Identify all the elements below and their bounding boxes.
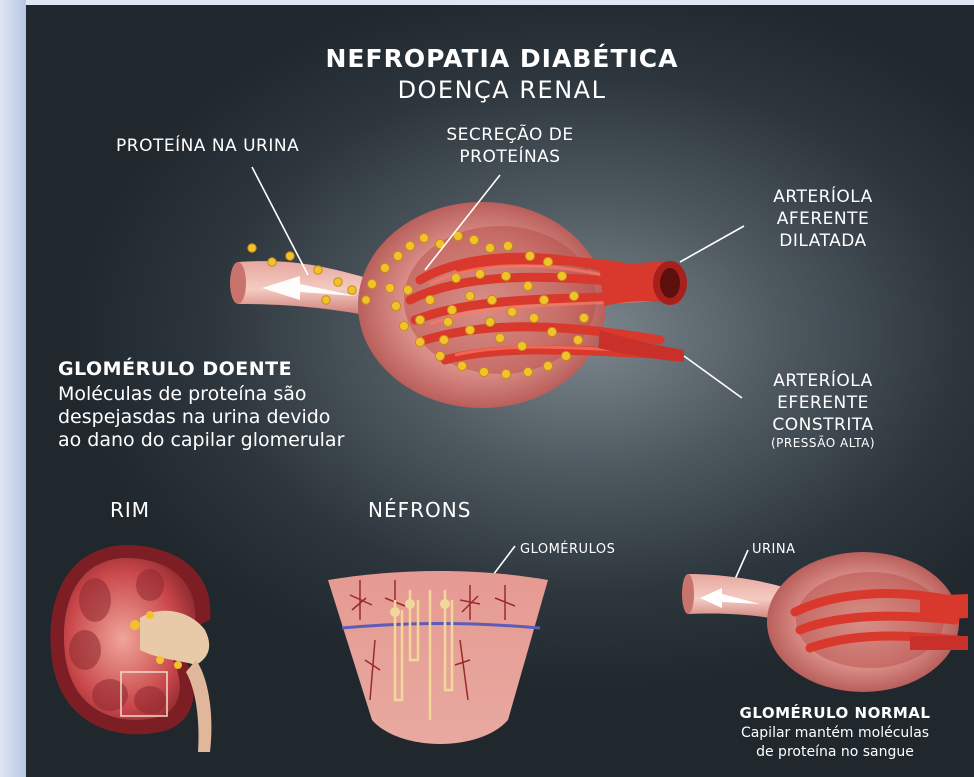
protein-molecule <box>573 335 582 344</box>
protein-molecule <box>393 251 402 260</box>
protein-molecule <box>525 251 534 260</box>
protein-molecule <box>405 241 414 250</box>
protein-molecule <box>543 361 552 370</box>
label-afferent-line-3: DILATADA <box>748 230 898 252</box>
protein-molecule <box>286 252 294 260</box>
protein-molecule <box>557 271 566 280</box>
protein-molecule <box>322 296 330 304</box>
label-protein-urine: PROTEÍNA NA URINA <box>116 135 299 157</box>
protein-molecule <box>367 279 376 288</box>
diseased-glomerulus-description: Moléculas de proteína são despejasdas na… <box>58 383 344 452</box>
protein-molecule <box>348 286 356 294</box>
label-protein-secretion-line-1: SECREÇÃO DE <box>425 124 595 146</box>
protein-molecule <box>435 351 444 360</box>
diseased-glomerulus-heading: GLOMÉRULO DOENTE <box>58 358 292 380</box>
protein-molecule <box>507 307 516 316</box>
protein-molecule <box>475 269 484 278</box>
protein-molecule <box>487 295 496 304</box>
protein-molecule <box>451 273 460 282</box>
label-nephrons: NÉFRONS <box>368 498 471 522</box>
protein-molecule <box>539 295 548 304</box>
protein-molecule <box>457 361 466 370</box>
normal-description-line-2: de proteína no sangue <box>700 743 970 762</box>
protein-molecule <box>569 291 578 300</box>
diseased-description-line-3: ao dano do capilar glomerular <box>58 429 344 452</box>
protein-molecule <box>399 321 408 330</box>
protein-molecule <box>391 301 400 310</box>
protein-molecule <box>443 317 452 326</box>
protein-molecule <box>439 335 448 344</box>
label-afferent-line-1: ARTERÍOLA <box>748 186 898 208</box>
protein-molecule <box>465 325 474 334</box>
protein-molecule <box>503 241 512 250</box>
protein-molecule <box>362 296 370 304</box>
protein-molecule <box>469 235 478 244</box>
protein-molecule <box>523 281 532 290</box>
protein-molecule <box>479 367 488 376</box>
label-kidney: RIM <box>110 498 150 522</box>
protein-molecule <box>495 333 504 342</box>
protein-molecule <box>314 266 322 274</box>
protein-molecule <box>485 317 494 326</box>
label-efferent-arteriole: ARTERÍOLA EFERENTE CONSTRITA <box>748 370 898 436</box>
normal-glomerulus-description: Capilar mantém moléculas de proteína no … <box>700 724 970 762</box>
normal-description-line-1: Capilar mantém moléculas <box>700 724 970 743</box>
diseased-description-line-2: despejasdas na urina devido <box>58 406 344 429</box>
protein-molecule <box>501 271 510 280</box>
label-efferent-line-3: CONSTRITA <box>748 414 898 436</box>
label-protein-secretion: SECREÇÃO DE PROTEÍNAS <box>425 124 595 168</box>
label-efferent-line-1: ARTERÍOLA <box>748 370 898 392</box>
diseased-glomerulus <box>230 202 687 408</box>
label-efferent-line-2: EFERENTE <box>748 392 898 414</box>
label-high-pressure: (PRESSÃO ALTA) <box>740 436 906 450</box>
label-protein-secretion-line-2: PROTEÍNAS <box>425 146 595 168</box>
protein-molecule <box>380 263 389 272</box>
protein-molecule <box>523 367 532 376</box>
protein-molecule <box>485 243 494 252</box>
protein-molecule <box>334 278 342 286</box>
protein-molecule <box>415 337 424 346</box>
label-urine: URINA <box>752 542 796 557</box>
protein-molecule <box>517 341 526 350</box>
page-subtitle: DOENÇA RENAL <box>0 76 974 104</box>
protein-molecule <box>465 291 474 300</box>
normal-glomerulus <box>682 552 968 692</box>
protein-molecule <box>419 233 428 242</box>
protein-molecule <box>501 369 510 378</box>
protein-molecule <box>268 258 276 266</box>
protein-molecule <box>561 351 570 360</box>
protein-molecule <box>547 327 556 336</box>
nephrons-illustration <box>328 571 548 744</box>
protein-molecule <box>529 313 538 322</box>
label-glomeruli: GLOMÉRULOS <box>520 542 615 557</box>
protein-molecule <box>579 313 588 322</box>
diseased-description-line-1: Moléculas de proteína são <box>58 383 344 406</box>
label-afferent-line-2: AFERENTE <box>748 208 898 230</box>
protein-molecule <box>403 285 412 294</box>
protein-molecule <box>248 244 256 252</box>
protein-molecule <box>415 315 424 324</box>
protein-molecule <box>385 283 394 292</box>
kidney-illustration <box>50 545 211 752</box>
protein-molecule <box>447 305 456 314</box>
normal-glomerulus-heading: GLOMÉRULO NORMAL <box>700 704 970 722</box>
label-afferent-arteriole: ARTERÍOLA AFERENTE DILATADA <box>748 186 898 252</box>
protein-molecule <box>425 295 434 304</box>
page-title: NEFROPATIA DIABÉTICA <box>0 44 974 73</box>
protein-molecule <box>543 257 552 266</box>
